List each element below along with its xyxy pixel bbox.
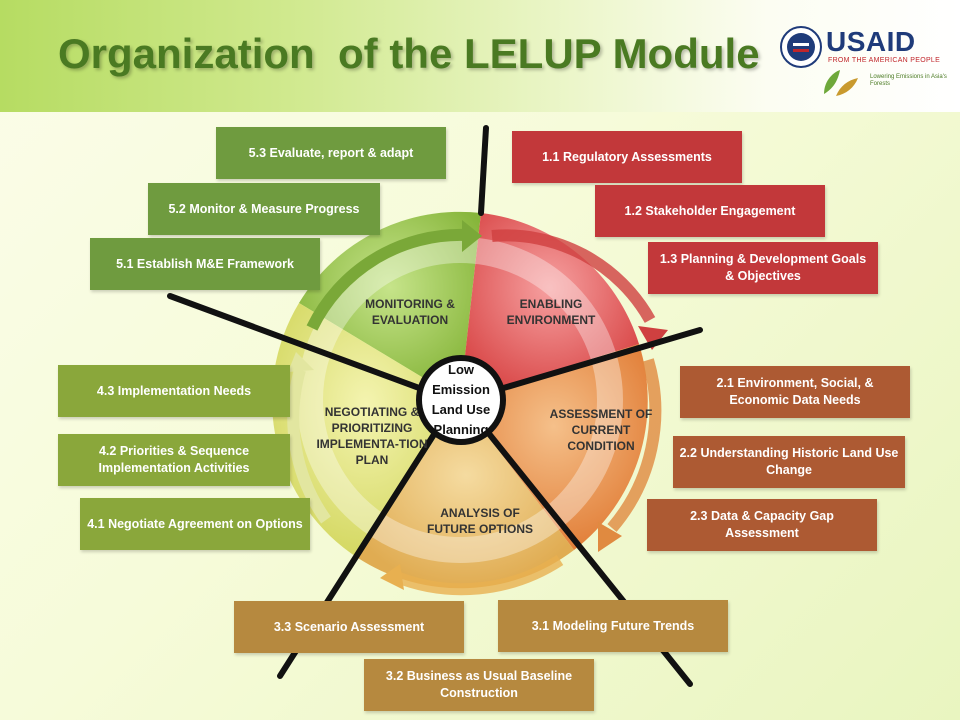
center-label: Low Emission Land Use Planning	[431, 362, 491, 437]
arrow-yellow	[287, 368, 331, 524]
box-2-3: 2.3 Data & Capacity Gap Assessment	[647, 499, 877, 551]
box-5-1: 5.1 Establish M&E Framework	[90, 238, 320, 290]
box-3-3: 3.3 Scenario Assessment	[234, 601, 464, 653]
box-5-2: 5.2 Monitor & Measure Progress	[148, 183, 380, 235]
divider-right	[487, 327, 703, 395]
arrow-head-green	[462, 220, 482, 252]
box-3-2: 3.2 Business as Usual Baseline Construct…	[364, 659, 594, 711]
divider-top	[478, 125, 489, 216]
segment-label-assessment: ASSESSMENT OF CURRENT CONDITION	[549, 407, 653, 453]
arrow-gold	[391, 554, 564, 596]
box-3-1: 3.1 Modeling Future Trends	[498, 600, 728, 652]
box-4-1: 4.1 Negotiate Agreement on Options	[80, 498, 310, 550]
arrow-head-red	[638, 326, 668, 350]
divider-left	[167, 293, 433, 395]
segment-label-analysis: ANALYSIS OF FUTURE OPTIONS	[426, 506, 533, 536]
usaid-wordmark: USAID	[826, 26, 916, 57]
box-4-3: 4.3 Implementation Needs	[58, 365, 290, 417]
center-circle	[416, 355, 506, 445]
segment-monitoring-evaluation	[299, 211, 481, 400]
segment-assessment-current-condition	[460, 344, 648, 550]
usaid-seal-icon	[780, 26, 822, 68]
box-2-1: 2.1 Environment, Social, & Economic Data…	[680, 366, 910, 418]
arrow-orange	[607, 358, 662, 532]
inner-ring	[297, 237, 623, 563]
arrow-red	[491, 229, 656, 323]
arrow-green	[306, 228, 466, 331]
segment-label-monitoring: MONITORING & EVALUATION	[365, 297, 455, 327]
arrow-head-yellow	[288, 352, 314, 372]
segment-label-enabling: ENABLING ENVIRONMENT	[506, 297, 596, 327]
segment-label-negotiating: NEGOTIATING & PRIORITIZING IMPLEMENTA-TI…	[316, 405, 428, 467]
segment-analysis-future-options	[358, 400, 574, 589]
segment-enabling-environment	[460, 213, 639, 400]
box-4-2: 4.2 Priorities & Sequence Implementation…	[58, 434, 290, 486]
box-2-2: 2.2 Understanding Historic Land Use Chan…	[673, 436, 905, 488]
segment-negotiating-prioritizing	[271, 303, 460, 558]
logo-area: USAID FROM THE AMERICAN PEOPLE Lowering …	[780, 26, 955, 102]
box-5-3: 5.3 Evaluate, report & adapt	[216, 127, 446, 179]
box-1-2: 1.2 Stakeholder Engagement	[595, 185, 825, 237]
box-1-3: 1.3 Planning & Development Goals & Objec…	[648, 242, 878, 294]
leaf-logo-icon	[824, 70, 858, 96]
arrow-head-gold	[380, 564, 404, 590]
usaid-tagline: FROM THE AMERICAN PEOPLE	[828, 57, 941, 64]
leaf-tagline: Lowering Emissions in Asia's Forests	[870, 74, 947, 87]
arrow-head-orange	[598, 522, 622, 552]
page-title: Organization of the LELUP Module	[58, 30, 760, 77]
box-1-1: 1.1 Regulatory Assessments	[512, 131, 742, 183]
